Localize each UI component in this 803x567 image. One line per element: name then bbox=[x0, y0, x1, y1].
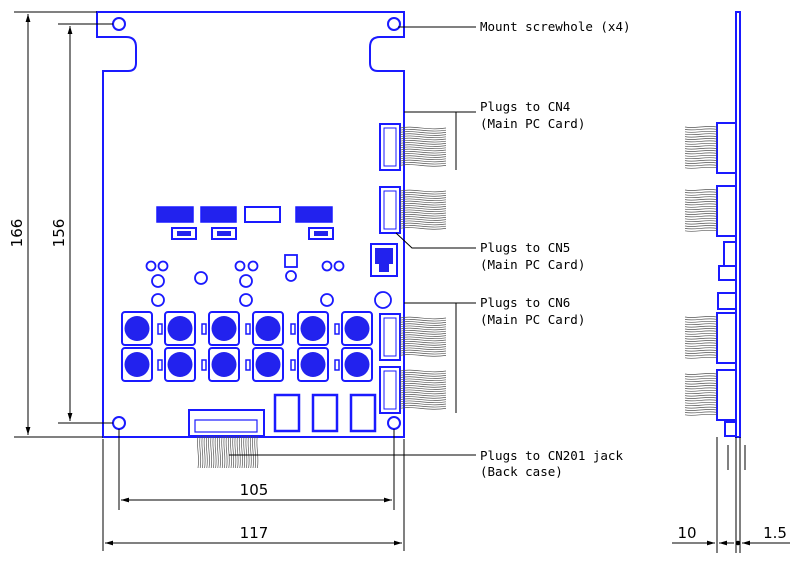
capacitor bbox=[157, 311, 196, 346]
small-transistor bbox=[211, 227, 237, 240]
callout-labels: Mount screwhole (x4) Plugs to CN4 (Main … bbox=[480, 19, 631, 479]
capacitor bbox=[334, 347, 373, 382]
dim-overall-height: 166 bbox=[8, 219, 26, 248]
bottom-block bbox=[349, 393, 377, 433]
side-conn-3 bbox=[716, 312, 737, 364]
dimension-lines bbox=[14, 11, 790, 553]
side-conn-2 bbox=[716, 185, 737, 237]
leader-lines bbox=[229, 26, 476, 456]
capacitor bbox=[201, 311, 240, 346]
capacitor-grid bbox=[121, 311, 373, 382]
callout-mount: Mount screwhole (x4) bbox=[480, 19, 631, 34]
callout-cn201-line2: (Back case) bbox=[480, 464, 563, 479]
callout-cn5-line2: (Main PC Card) bbox=[480, 257, 585, 272]
capacitor bbox=[245, 311, 284, 346]
dim-hole-height: 156 bbox=[50, 219, 68, 248]
capacitor bbox=[201, 347, 240, 382]
capacitor bbox=[157, 347, 196, 382]
capacitor bbox=[121, 347, 153, 382]
side-conn-4 bbox=[716, 369, 737, 421]
side-conn-1 bbox=[716, 122, 737, 174]
capacitor bbox=[121, 311, 153, 346]
connector-cn6a bbox=[379, 313, 401, 361]
capacitor bbox=[290, 311, 329, 346]
side-part bbox=[718, 265, 737, 281]
jack-component bbox=[370, 243, 398, 277]
connector-cn4 bbox=[379, 123, 401, 171]
side-part bbox=[717, 292, 737, 310]
capacitor bbox=[334, 311, 373, 346]
callout-cn5-line1: Plugs to CN5 bbox=[480, 240, 570, 255]
small-transistor bbox=[171, 227, 197, 240]
callout-cn201-line1: Plugs to CN201 jack bbox=[480, 448, 623, 463]
component-rect bbox=[200, 206, 237, 223]
small-pads bbox=[145, 260, 392, 309]
dim-overall-width: 117 bbox=[240, 524, 269, 542]
ribbon-cables bbox=[197, 126, 447, 469]
connector-cn5 bbox=[379, 186, 401, 234]
callout-cn6-line2: (Main PC Card) bbox=[480, 312, 585, 327]
capacitor bbox=[290, 347, 329, 382]
callout-cn6-line1: Plugs to CN6 bbox=[480, 295, 570, 310]
side-part bbox=[723, 241, 737, 267]
small-transistor bbox=[308, 227, 334, 240]
dim-side-depth: 10 bbox=[677, 524, 696, 542]
side-bottom-part bbox=[724, 421, 737, 437]
side-ribbon-cables bbox=[684, 126, 718, 416]
component-rect bbox=[295, 206, 333, 223]
small-pad-mid bbox=[285, 270, 297, 282]
pcb-side-view bbox=[716, 11, 741, 438]
component-rect bbox=[244, 206, 281, 223]
connector-cn6b bbox=[379, 366, 401, 414]
callout-cn4-line1: Plugs to CN4 bbox=[480, 99, 570, 114]
bottom-block bbox=[311, 393, 339, 433]
pcb-front-view bbox=[96, 11, 405, 438]
small-square-pad bbox=[284, 254, 298, 268]
bottom-block bbox=[273, 393, 301, 433]
dim-hole-width: 105 bbox=[240, 481, 269, 499]
dim-board-thickness: 1.5 bbox=[763, 524, 787, 542]
capacitor bbox=[245, 347, 284, 382]
mount-hole-top-right bbox=[387, 17, 401, 31]
callout-cn4-line2: (Main PC Card) bbox=[480, 116, 585, 131]
dimension-labels: 166 156 105 117 10 1.5 bbox=[8, 219, 787, 542]
component-rect bbox=[156, 206, 194, 223]
